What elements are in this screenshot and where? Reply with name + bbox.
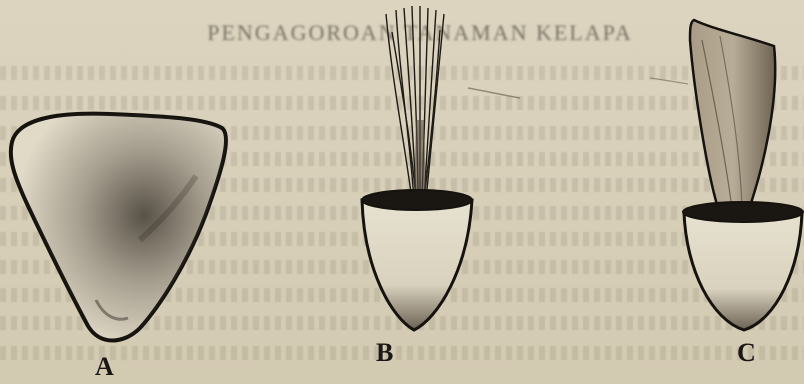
stray-mark: [468, 88, 520, 98]
seed-b: [362, 6, 472, 330]
figure-label-b: B: [376, 338, 393, 368]
seed-c: [683, 20, 803, 330]
figure-label-a: A: [95, 352, 114, 382]
seed-a: [11, 114, 226, 341]
figure-label-c: C: [737, 338, 756, 368]
stray-mark: [650, 78, 688, 84]
